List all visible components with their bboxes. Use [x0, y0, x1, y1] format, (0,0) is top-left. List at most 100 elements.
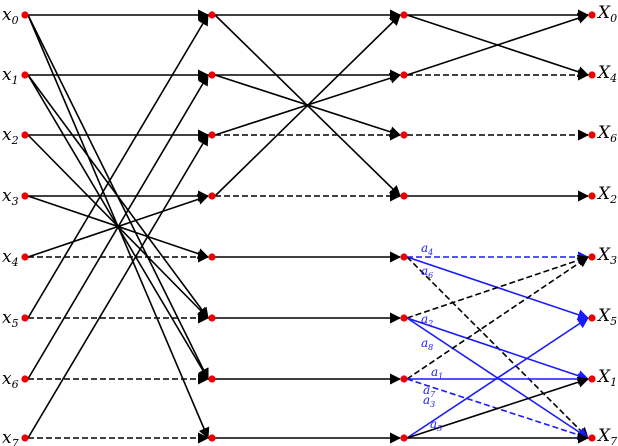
node-col3-row7	[588, 434, 596, 442]
node-col0-row0	[21, 11, 29, 19]
edge-stage-1-7-to-2	[27, 134, 209, 439]
node-col1-row7	[208, 434, 216, 442]
input-label-base: x	[2, 428, 12, 446]
weight-label-base: a	[430, 417, 437, 431]
node-col0-row6	[21, 375, 29, 383]
node-col1-row5	[208, 314, 216, 322]
output-label-sub: 3	[610, 254, 617, 267]
node-col2-row0	[400, 11, 408, 19]
weight-label-base: a	[421, 264, 428, 278]
stage-2-edges	[214, 9, 402, 444]
weight-label-sub: 7	[430, 390, 436, 399]
node-col1-row2	[208, 131, 216, 139]
output-label: X4	[596, 63, 617, 85]
output-label: X7	[596, 426, 617, 446]
edge-stage-3-4-to-7	[406, 256, 589, 439]
input-label: x5	[2, 308, 19, 330]
weight-label: a7	[423, 383, 436, 399]
labels-layer: x0x1x2x3x4x5x6x7X0X4X6X2X3X5X1X7a4a6a2a8…	[2, 3, 617, 446]
node-col3-row1	[588, 71, 596, 79]
output-label: X5	[596, 306, 617, 328]
output-label: X6	[596, 123, 617, 145]
weight-label: a1	[431, 365, 443, 381]
node-col2-row5	[400, 314, 408, 322]
node-col3-row0	[588, 11, 596, 19]
edge-stage-3-5-to-6	[406, 317, 590, 382]
output-label-base: X	[596, 306, 611, 326]
input-label: x3	[2, 186, 19, 208]
weight-label: a5	[430, 417, 442, 433]
node-col0-row2	[21, 131, 29, 139]
input-label-base: x	[2, 65, 12, 85]
weight-label-base: a	[431, 365, 438, 379]
edge-stage-3-1-to-0	[406, 12, 590, 76]
weight-label-base: a	[421, 336, 428, 350]
output-label-sub: 6	[610, 132, 617, 145]
node-col2-row6	[400, 375, 408, 383]
output-label: X1	[596, 367, 617, 389]
output-label-base: X	[596, 245, 611, 265]
output-label: X2	[596, 184, 617, 206]
edge-stage-3-6-to-4	[406, 256, 589, 380]
input-label-sub: 7	[12, 437, 19, 446]
node-col1-row0	[208, 11, 216, 19]
edge-stage-3-5-to-4	[406, 254, 590, 319]
output-label-sub: 1	[610, 376, 617, 389]
weight-label-base: a	[423, 393, 430, 407]
weight-label: a4	[421, 241, 433, 257]
input-label: x2	[2, 125, 19, 147]
input-label: x0	[2, 5, 19, 27]
node-col3-row4	[588, 253, 596, 261]
output-label: X3	[596, 245, 617, 267]
input-label-sub: 4	[11, 256, 19, 269]
node-col2-row4	[400, 253, 408, 261]
output-label-base: X	[596, 426, 611, 446]
node-col3-row5	[588, 314, 596, 322]
input-label-sub: 0	[12, 14, 19, 27]
weight-label: a8	[421, 336, 433, 352]
weight-label-sub: 3	[430, 400, 435, 409]
output-label-sub: 4	[609, 72, 617, 85]
weight-label-sub: 6	[428, 271, 433, 280]
output-label-base: X	[596, 184, 611, 204]
weight-label: a2	[421, 312, 433, 328]
input-label-sub: 2	[11, 134, 19, 147]
weight-label-sub: 1	[438, 372, 443, 381]
node-col0-row4	[21, 253, 29, 261]
output-label-sub: 7	[610, 435, 617, 446]
node-col3-row6	[588, 375, 596, 383]
input-label: x7	[2, 428, 19, 446]
input-label-sub: 6	[12, 378, 19, 391]
input-label-sub: 3	[12, 195, 19, 208]
node-col2-row1	[400, 71, 408, 79]
node-col1-row6	[208, 375, 216, 383]
weight-label-sub: 8	[428, 343, 433, 352]
input-label-base: x	[2, 247, 12, 267]
node-col2-row3	[400, 192, 408, 200]
input-label-sub: 5	[12, 317, 19, 330]
output-label-base: X	[596, 63, 611, 83]
nodes-layer	[21, 11, 596, 442]
node-col3-row2	[588, 131, 596, 139]
output-label-sub: 5	[610, 315, 617, 328]
input-label: x6	[2, 369, 19, 391]
output-label-base: X	[596, 367, 611, 387]
edge-stage-3-7-to-6	[406, 376, 590, 439]
node-col2-row7	[400, 434, 408, 442]
input-label-base: x	[2, 308, 12, 328]
stage-3-edges	[406, 9, 590, 444]
node-col1-row3	[208, 192, 216, 200]
edge-stage-2-3-to-0	[214, 14, 401, 197]
input-label: x4	[2, 247, 19, 269]
input-label-base: x	[2, 186, 12, 206]
output-label-base: X	[596, 3, 611, 23]
output-label: X0	[596, 3, 617, 25]
node-col1-row1	[208, 71, 216, 79]
weight-label-base: a	[421, 312, 428, 326]
weight-label-base: a	[423, 383, 430, 397]
node-col0-row7	[21, 434, 29, 442]
output-label-sub: 2	[609, 193, 617, 206]
edge-stage-1-5-to-0	[27, 14, 209, 319]
edge-stage-1-6-to-1	[27, 74, 209, 380]
